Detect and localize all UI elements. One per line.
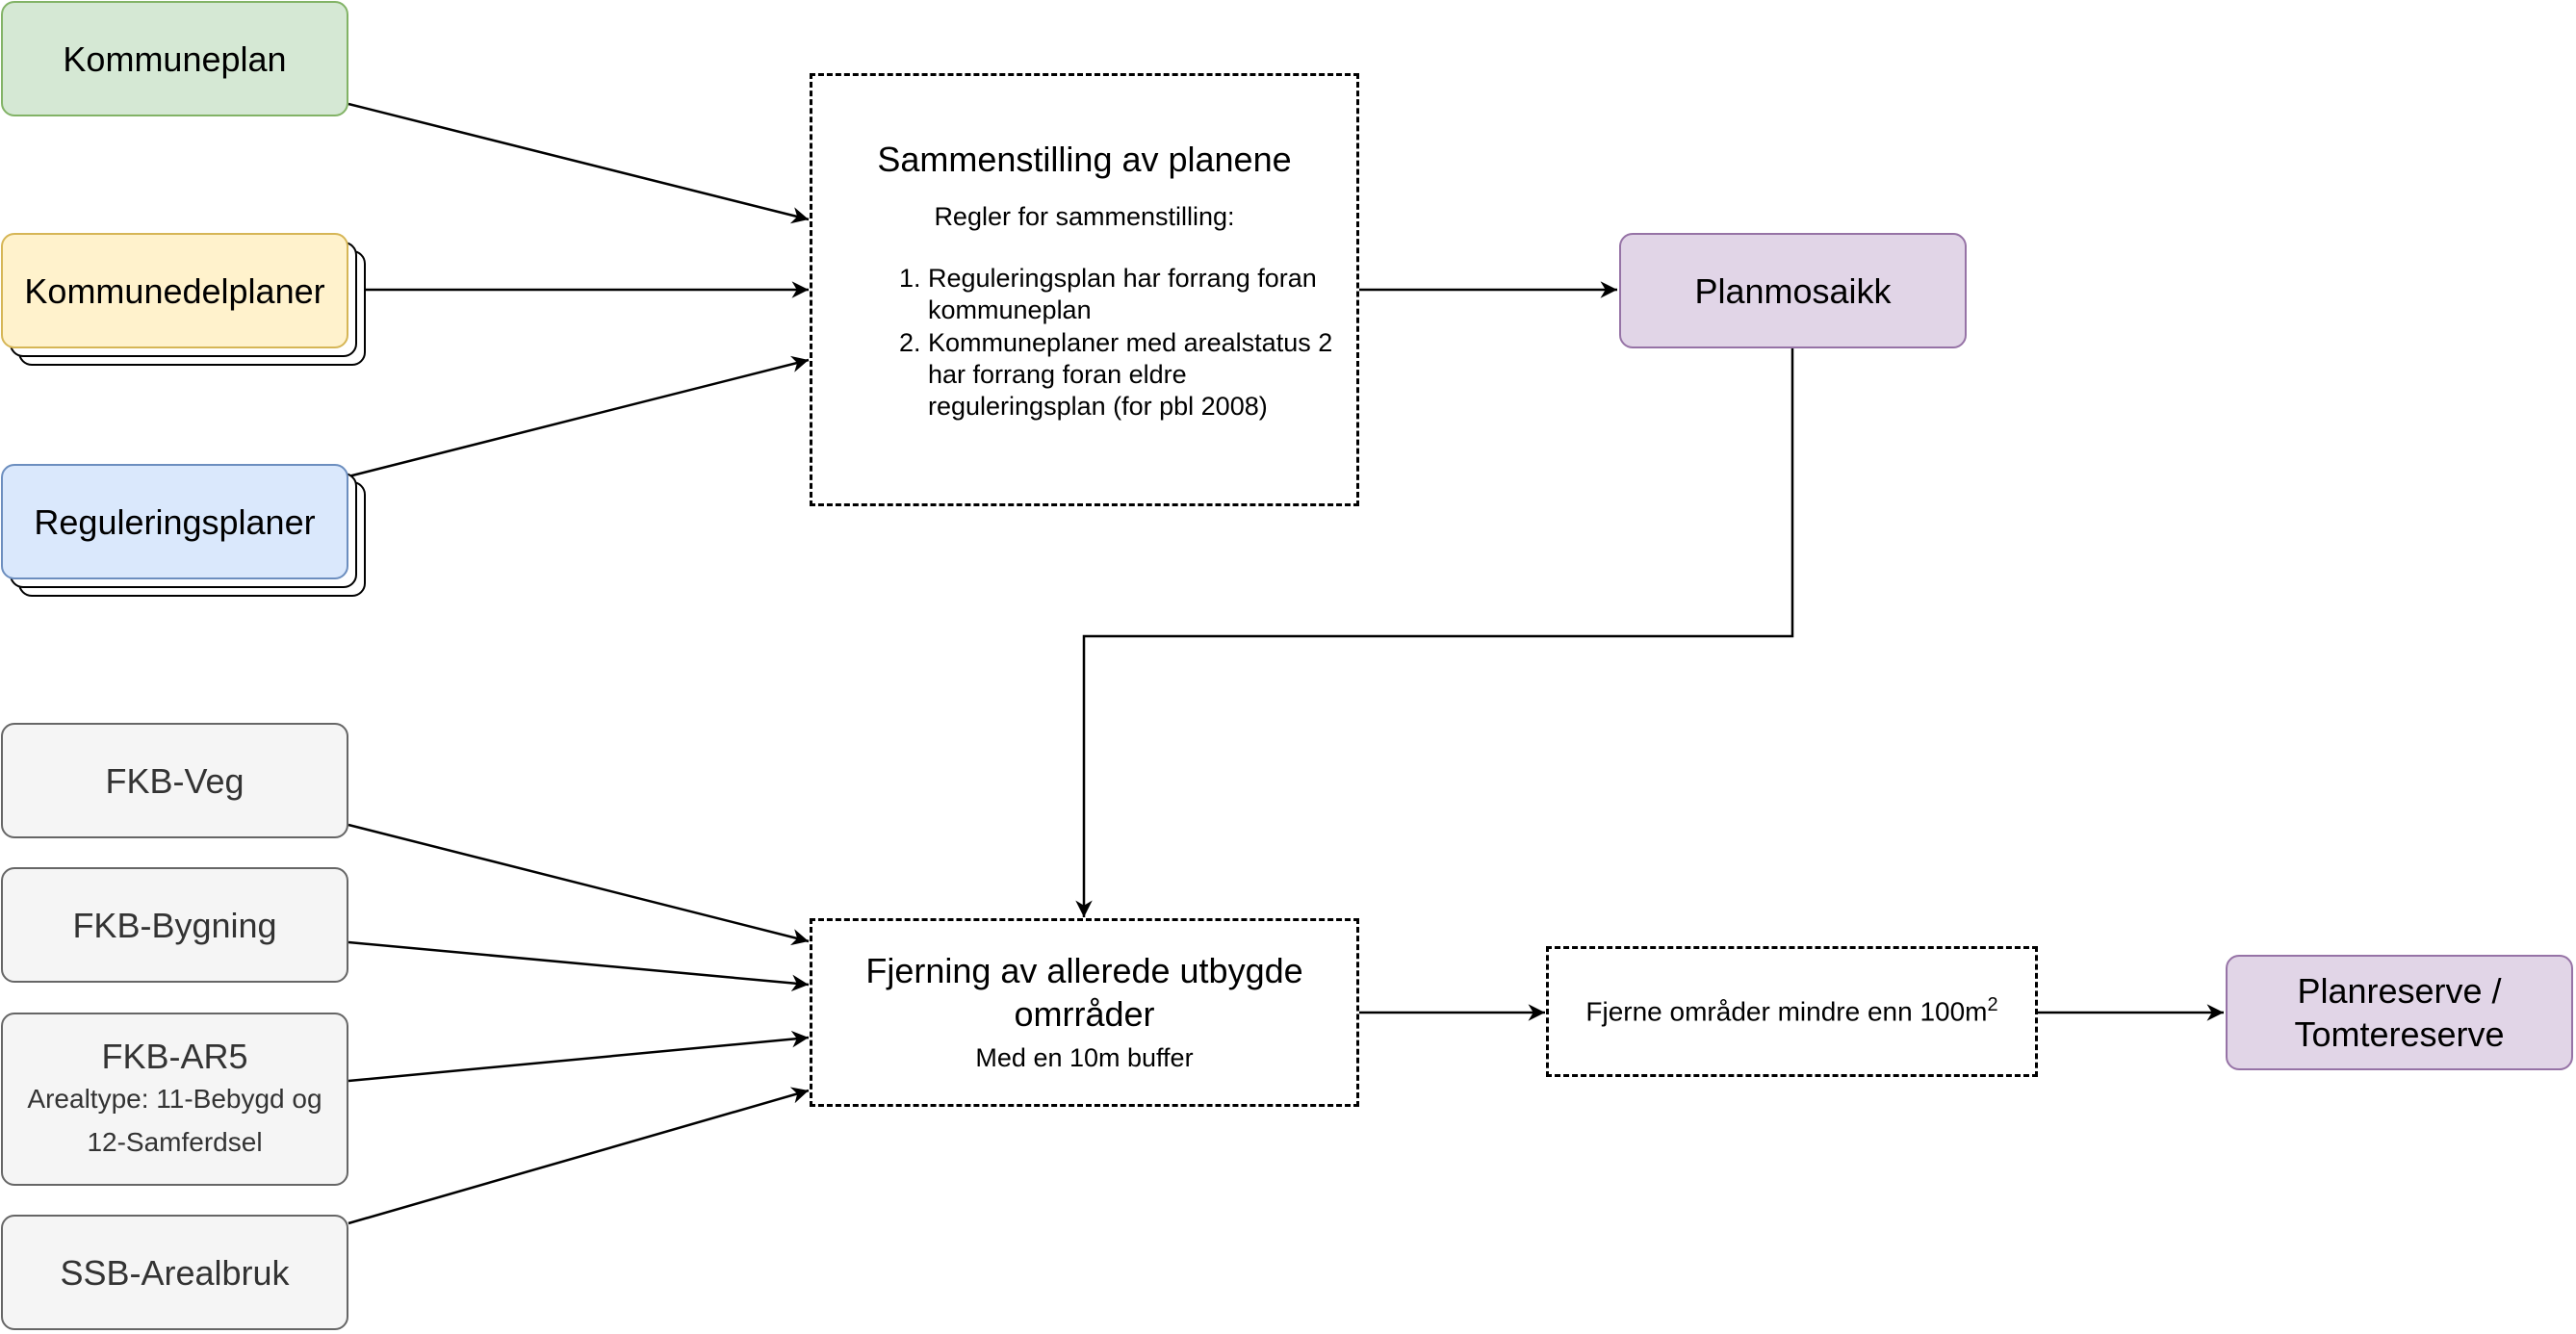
fkb-ar5-subtitle: Arealtype: 11-Bebygd og 12-Samferdsel: [27, 1083, 322, 1157]
fkb-veg-box: FKB-Veg: [1, 723, 348, 838]
edge-planmosaikk-fjerning: [1075, 348, 1794, 917]
fjerne-smaa-text: Fjerne områder mindre enn 100m2: [1585, 989, 1997, 1034]
planreserve-box: Planreserve / Tomtereserve: [2226, 955, 2573, 1070]
edge-ssb-fjerning: [348, 1087, 810, 1225]
ssb-arealbruk-label: SSB-Arealbruk: [60, 1252, 290, 1293]
rule-item: Reguleringsplan har forrang foran kommun…: [928, 263, 1337, 326]
fjerne-smaa-box: Fjerne områder mindre enn 100m2: [1546, 946, 2038, 1077]
kommuneplan-box: Kommuneplan: [1, 1, 348, 116]
ssb-arealbruk-box: SSB-Arealbruk: [1, 1215, 348, 1330]
fjerne-smaa-superscript: 2: [1987, 993, 1998, 1015]
fjerne-smaa-label: Fjerne områder mindre enn 100m: [1585, 996, 1988, 1027]
sammenstilling-rules-heading: Regler for sammenstilling:: [934, 202, 1235, 231]
sammenstilling-rules-list: Reguleringsplan har forrang foran kommun…: [928, 263, 1337, 423]
edge-reguleringsplaner-sammenstilling: [348, 355, 810, 478]
reguleringsplaner-label: Reguleringsplaner: [34, 501, 316, 542]
rule-item: Kommuneplaner med arealstatus 2 har forr…: [928, 327, 1337, 423]
kommuneplan-label: Kommuneplan: [63, 38, 287, 79]
edge-fkbbygning-fjerning: [348, 940, 810, 992]
fjerning-title: Fjerning av allerede utbygde omrråder: [865, 951, 1303, 1035]
edge-fkbveg-fjerning: [348, 823, 810, 946]
fkb-bygning-box: FKB-Bygning: [1, 867, 348, 983]
kommunedelplaner-box: Kommunedelplaner: [1, 233, 348, 348]
fkb-ar5-title: FKB-AR5: [101, 1036, 248, 1076]
reguleringsplaner-box: Reguleringsplaner: [1, 464, 348, 579]
sammenstilling-box: Sammenstilling av planene Regler for sam…: [810, 73, 1359, 506]
planmosaikk-label: Planmosaikk: [1694, 270, 1892, 311]
fkb-bygning-label: FKB-Bygning: [72, 905, 277, 945]
kommunedelplaner-label: Kommunedelplaner: [24, 270, 325, 311]
fjerning-box: Fjerning av allerede utbygde omrråder Me…: [810, 918, 1359, 1107]
fkb-ar5-box: FKB-AR5 Arealtype: 11-Bebygd og 12-Samfe…: [1, 1013, 348, 1186]
edge-fkbar5-fjerning: [348, 1030, 810, 1083]
edge-kommuneplan-sammenstilling: [348, 102, 810, 224]
sammenstilling-title: Sammenstilling av planene: [877, 140, 1292, 179]
planmosaikk-box: Planmosaikk: [1619, 233, 1967, 348]
planreserve-label: Planreserve / Tomtereserve: [2294, 971, 2505, 1054]
fjerning-subtitle: Med en 10m buffer: [975, 1043, 1194, 1073]
fkb-veg-label: FKB-Veg: [105, 760, 245, 801]
